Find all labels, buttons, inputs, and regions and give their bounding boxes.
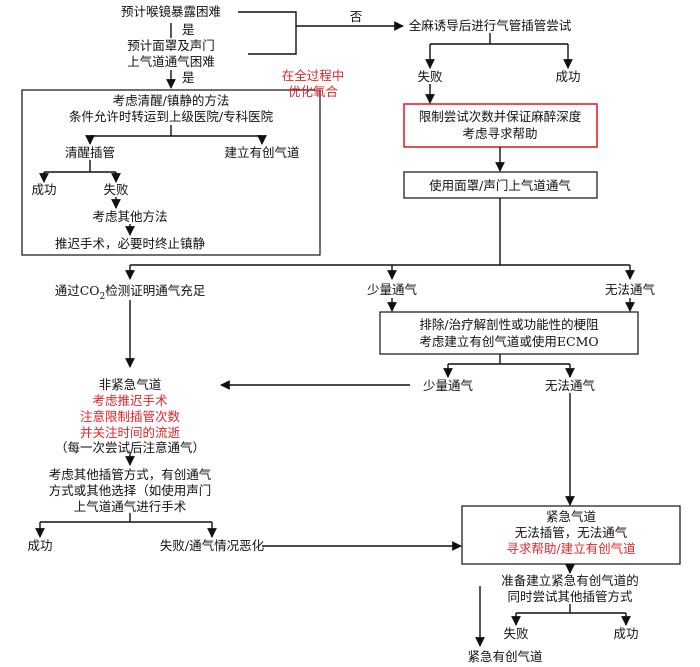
minimal-ventilation: 少量通气 [367, 282, 418, 297]
predicted-mask-difficulty-line1: 预计面罩及声门 [127, 38, 215, 53]
co2-adequate-ventilation: 通过CO2检测证明通气充足 [55, 283, 206, 302]
emergency-airway-box [461, 505, 681, 565]
alternative-methods-line1: 考虑其他插管方式，有创通气 [49, 467, 212, 482]
consider-awake-approach: 考虑清醒/镇静的方法 [113, 93, 230, 108]
watch-time-passing: 并关注时间的流逝 [80, 425, 181, 440]
optimize-oxygenation-line1: 在全过程中 [282, 68, 345, 83]
seek-help-invasive-airway: 寻求帮助/建立有创气道 [506, 541, 636, 556]
no-label: 否 [350, 9, 363, 24]
limit-attempts-line2: 考虑寻求帮助 [462, 126, 537, 141]
delay-surgery: 推迟手术，必要时终止镇静 [55, 236, 206, 251]
transfer-condition: 条件允许时转运到上级医院/专科医院 [69, 109, 274, 124]
fail-ventilation-worsens: 失败/通气情况恶化 [160, 538, 265, 553]
intubation-fail: 失败 [417, 69, 443, 84]
optimize-oxygenation-line2: 优化氧合 [288, 84, 339, 99]
awake-success: 成功 [31, 182, 56, 197]
exclude-obstruction-line1: 排除/治疗解剖性或功能性的梗阻 [419, 317, 599, 332]
emergency-invasive-airway: 紧急有创气道 [467, 649, 543, 664]
awake-approach-panel [21, 89, 321, 256]
emergency-fail: 失败 [503, 626, 529, 641]
exclude-obstruction-box [379, 311, 639, 355]
intubation-success: 成功 [555, 69, 580, 84]
awake-fail: 失败 [103, 182, 129, 197]
alternative-methods-line2: 方式或其他选择（如使用声门 [49, 483, 212, 498]
consider-other-methods: 考虑其他方法 [92, 209, 167, 224]
ventilate-after-attempt: （每一次尝试后注意通气） [55, 440, 205, 455]
use-mask-ventilation: 使用面罩/声门上气道通气 [429, 178, 571, 193]
exclude-obstruction-line2: 考虑建立有创气道或使用ECMO [419, 334, 598, 349]
limit-attempts-line1: 限制尝试次数并保证麻醉深度 [419, 109, 582, 124]
yes-label-2: 是 [182, 70, 195, 85]
no-ventilation-2: 无法通气 [545, 378, 596, 393]
emergency-airway-title: 紧急气道 [546, 509, 597, 524]
yes-label-1: 是 [182, 22, 195, 37]
ga-intubation-attempt: 全麻诱导后进行气管插管尝试 [409, 18, 572, 33]
consider-delay-surgery: 考虑推迟手术 [92, 393, 168, 408]
prepare-emergency-airway-line1: 准备建立紧急有创气道的 [501, 573, 639, 588]
non-emergency-airway: 非紧急气道 [99, 377, 162, 392]
predicted-laryngoscopy-difficulty: 预计喉镜暴露困难 [121, 4, 221, 19]
emergency-success: 成功 [613, 626, 638, 641]
predicted-mask-difficulty-line2: 上气道通气困难 [127, 54, 215, 69]
cannot-intubate-cannot-ventilate: 无法插管，无法通气 [515, 525, 628, 540]
prepare-emergency-airway-line2: 同时尝试其他插管方式 [507, 589, 633, 604]
establish-invasive-airway: 建立有创气道 [224, 145, 300, 160]
alternative-methods-line3: 上气道通气进行手术 [74, 499, 187, 514]
no-ventilation: 无法通气 [605, 282, 656, 297]
limit-intubation-attempts: 注意限制插管次数 [80, 409, 181, 424]
connectors [35, 11, 635, 647]
minimal-ventilation-2: 少量通气 [423, 378, 474, 393]
awake-intubation: 清醒插管 [65, 145, 115, 160]
non-emergency-success: 成功 [27, 538, 52, 553]
